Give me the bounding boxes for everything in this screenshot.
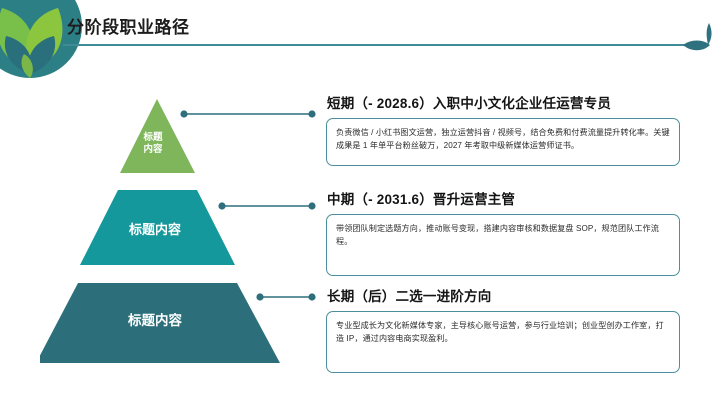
leaf-accent-icon [683,23,712,51]
pyramid-tier-top[interactable] [120,99,195,173]
connector-line-long-term [256,293,316,301]
stage-long-term: 长期（后）二选一进阶方向 专业型成长为文化新媒体专家，主导核心账号运营，参与行业… [326,285,680,373]
pyramid-tier-bottom[interactable] [40,283,280,363]
header-divider [63,44,697,46]
leaf-circle-logo-icon [0,0,82,78]
career-path-pyramid [40,99,280,363]
stage-mid-term-card[interactable]: 带领团队制定选题方向，推动账号变现，搭建内容审核和数据复盘 SOP，规范团队工作… [326,214,680,276]
stage-short-term-heading: 短期（- 2028.6）入职中小文化企业任运营专员 [327,96,612,111]
stage-short-term-card[interactable]: 负责微信 / 小红书图文运营，独立运营抖音 / 视频号，结合免费和付费流量提升转… [326,118,680,166]
stage-mid-term-heading: 中期（- 2031.6）晋升运营主管 [327,192,516,207]
stage-mid-term: 中期（- 2031.6）晋升运营主管 带领团队制定选题方向，推动账号变现，搭建内… [326,188,680,276]
page-title: 分阶段职业路径 [67,18,190,37]
connector-line-mid-term [218,202,316,210]
stage-long-term-card[interactable]: 专业型成长为文化新媒体专家，主导核心账号运营，参与行业培训；创业型创办工作室，打… [326,311,680,373]
connector-line-short-term [180,110,316,118]
pyramid-tier-middle[interactable] [80,190,235,265]
stage-long-term-heading: 长期（后）二选一进阶方向 [327,289,492,304]
stage-short-term: 短期（- 2028.6）入职中小文化企业任运营专员 负责微信 / 小红书图文运营… [326,92,680,166]
